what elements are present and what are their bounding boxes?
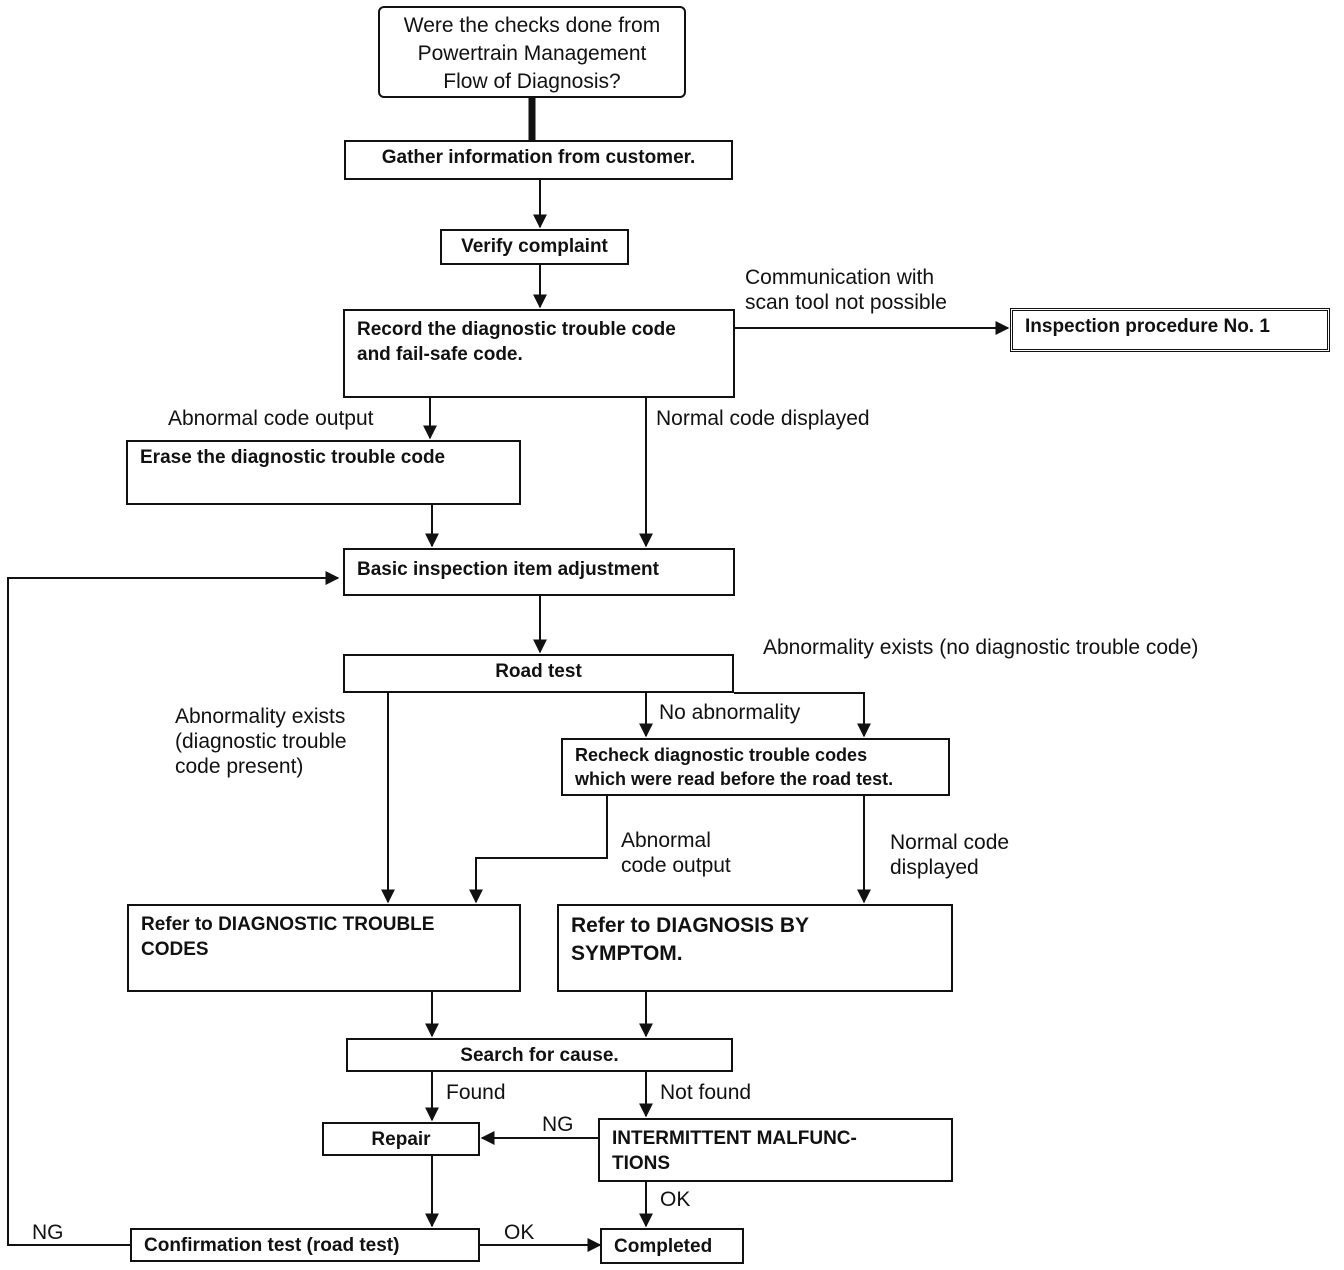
- label-ng-repair: NG: [542, 1113, 574, 1136]
- road-test-box: Road test: [343, 654, 734, 693]
- record-code-box: Record the diagnostic trouble code and f…: [343, 309, 735, 398]
- label-ok-confirm: OK: [504, 1221, 535, 1244]
- search-cause-box: Search for cause.: [346, 1038, 733, 1072]
- completed-box: Completed: [600, 1228, 744, 1264]
- gather-info-box: Gather information from customer.: [344, 140, 733, 180]
- inspection-procedure-box: Inspection procedure No. 1: [1010, 308, 1330, 352]
- confirmation-test-box: Confirmation test (road test): [130, 1228, 480, 1262]
- refer-symptom-box: Refer to DIAGNOSIS BY SYMPTOM.: [557, 904, 953, 992]
- start-question-box: Were the checks done from Powertrain Man…: [378, 6, 686, 98]
- arrow-road-recheck-right: [734, 692, 871, 738]
- label-ng-loop: NG: [32, 1221, 64, 1244]
- label-not-found: Not found: [660, 1081, 752, 1104]
- label-no-abnormality: No abnormality: [659, 701, 801, 724]
- label-normal-code-displayed-2: Normal code displayed: [890, 831, 1010, 879]
- erase-code-box: Erase the diagnostic trouble code: [126, 440, 521, 505]
- repair-box: Repair: [322, 1122, 480, 1156]
- intermittent-box: INTERMITTENT MALFUNC- TIONS: [598, 1118, 953, 1182]
- label-comm-not-possible: Communication with scan tool not possibl…: [745, 266, 947, 314]
- arrow-recheck-refer-dtc: [469, 796, 608, 904]
- refer-dtc-box: Refer to DIAGNOSTIC TROUBLE CODES: [127, 904, 521, 992]
- label-abnormal-code-output: Abnormal code output: [168, 407, 374, 430]
- label-ok-completed: OK: [660, 1188, 691, 1211]
- label-found: Found: [446, 1081, 506, 1104]
- label-abnormality-no-dtc: Abnormality exists (no diagnostic troubl…: [763, 636, 1199, 659]
- verify-complaint-box: Verify complaint: [440, 229, 629, 265]
- label-normal-code-displayed: Normal code displayed: [656, 407, 870, 430]
- basic-inspection-box: Basic inspection item adjustment: [343, 548, 735, 596]
- arrow-confirm-basic-loop: [7, 571, 340, 1246]
- label-abnormality-dtc: Abnormality exists (diagnostic trouble c…: [175, 705, 347, 778]
- recheck-codes-box: Recheck diagnostic trouble codes which w…: [561, 738, 950, 796]
- label-abnormal-code-output-2: Abnormal code output: [621, 829, 731, 877]
